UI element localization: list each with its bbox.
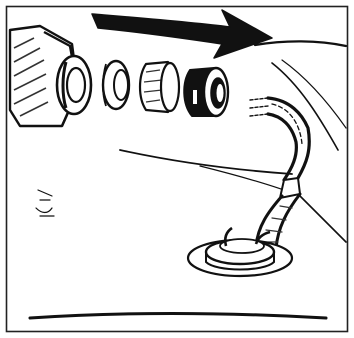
cone-ring-icon: [140, 62, 179, 112]
seal-ring-icon: [184, 68, 228, 116]
compression-ring-icon: [103, 61, 129, 109]
